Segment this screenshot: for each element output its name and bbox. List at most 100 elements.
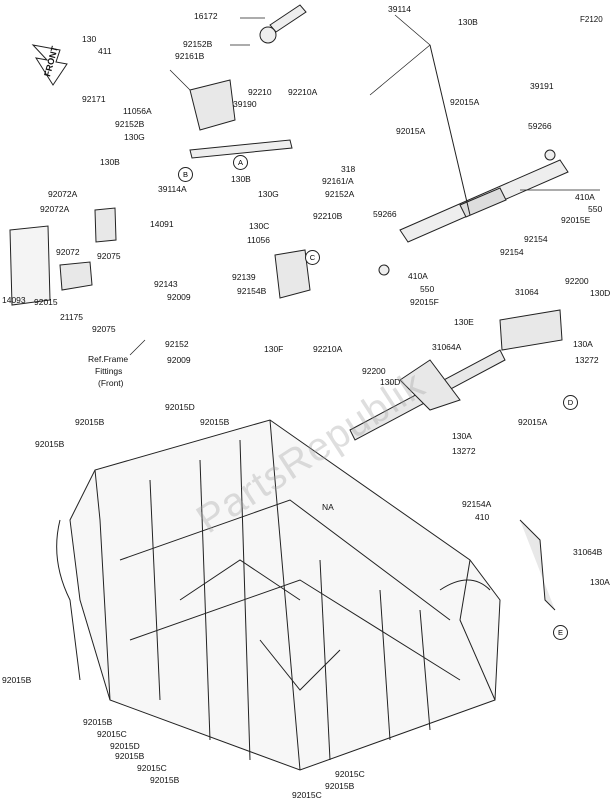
part-label: 14093 bbox=[2, 295, 26, 305]
part-label: 16172 bbox=[194, 11, 218, 21]
part-label: 39114 bbox=[388, 4, 412, 14]
part-label: 92072 bbox=[56, 247, 80, 257]
part-label: 130 bbox=[82, 34, 97, 44]
part-label: 39191 bbox=[530, 81, 554, 91]
part-label: 92200 bbox=[565, 276, 589, 286]
part-label: 318 bbox=[341, 164, 356, 174]
part-label: 92210A bbox=[313, 344, 343, 354]
bracket-parts bbox=[9, 79, 563, 611]
part-label: 92015E bbox=[561, 215, 591, 225]
part-label: 92015C bbox=[97, 729, 127, 739]
part-label: 59266 bbox=[373, 209, 397, 219]
part-label: 13272 bbox=[452, 446, 476, 456]
front-arrow-icon bbox=[31, 44, 68, 86]
part-label: 92152B bbox=[115, 119, 145, 129]
part-label: 31064 bbox=[515, 287, 539, 297]
part-label: 410 bbox=[475, 512, 490, 522]
part-label: 130F bbox=[264, 344, 284, 354]
part-label: 92015A bbox=[396, 126, 426, 136]
callout-a: A bbox=[233, 155, 248, 170]
part-label: 92152 bbox=[165, 339, 189, 349]
part-label: 92015B bbox=[150, 775, 180, 785]
part-label: 410A bbox=[575, 192, 595, 202]
frame-assembly bbox=[56, 419, 501, 771]
part-label: 130A bbox=[452, 431, 472, 441]
part-label: 130B bbox=[458, 17, 478, 27]
part-label: 39190 bbox=[233, 99, 257, 109]
part-label: 130G bbox=[124, 132, 145, 142]
part-label: 92210 bbox=[248, 87, 272, 97]
part-label: 130B bbox=[231, 174, 251, 184]
part-label: 92009 bbox=[167, 292, 191, 302]
part-label: 130D bbox=[380, 377, 401, 387]
part-label: 92161B bbox=[175, 51, 205, 61]
part-label: 21175 bbox=[60, 312, 84, 322]
part-label: NA bbox=[322, 502, 334, 512]
callout-b: B bbox=[178, 167, 193, 182]
part-label: 92075 bbox=[97, 251, 121, 261]
part-label: 410A bbox=[408, 271, 428, 281]
part-label: 31064B bbox=[573, 547, 603, 557]
part-label: 92200 bbox=[362, 366, 386, 376]
part-label: 92152A bbox=[325, 189, 355, 199]
diagram-code: F2120 bbox=[580, 15, 603, 24]
part-label: 92154B bbox=[237, 286, 267, 296]
part-label: 92015B bbox=[75, 417, 105, 427]
part-label: 92009 bbox=[167, 355, 191, 365]
part-label: 92015A bbox=[450, 97, 480, 107]
part-label: 130A bbox=[573, 339, 593, 349]
part-label: 92072A bbox=[48, 189, 78, 199]
part-label: 92015C bbox=[137, 763, 167, 773]
part-label: 130D bbox=[590, 288, 611, 298]
part-label: 92015A bbox=[518, 417, 548, 427]
part-label: 92072A bbox=[40, 204, 70, 214]
part-label: 59266 bbox=[528, 121, 552, 131]
part-label: 550 bbox=[420, 284, 435, 294]
part-label: 92171 bbox=[82, 94, 106, 104]
part-label: 92154 bbox=[500, 247, 524, 257]
part-label: 92139 bbox=[232, 272, 256, 282]
part-label: 92154 bbox=[524, 234, 548, 244]
steering-shaft bbox=[189, 4, 471, 216]
steering-rack bbox=[378, 149, 569, 276]
part-label: 130B bbox=[100, 157, 120, 167]
part-label: 92015B bbox=[115, 751, 145, 761]
part-label: 92015B bbox=[200, 417, 230, 427]
part-label: 92015C bbox=[335, 769, 365, 779]
part-label: 130G bbox=[258, 189, 279, 199]
part-label: 92210B bbox=[313, 211, 343, 221]
part-label: 92015D bbox=[110, 741, 140, 751]
part-label: 92015B bbox=[2, 675, 32, 685]
part-label: 11056 bbox=[247, 235, 271, 245]
part-label: 92143 bbox=[154, 279, 178, 289]
part-label: 130A bbox=[590, 577, 610, 587]
ref-note-line-1: Ref.Frame bbox=[88, 354, 129, 364]
part-label: 92015C bbox=[292, 790, 322, 800]
part-label: 92161/A bbox=[322, 176, 354, 186]
part-label: 92152B bbox=[183, 39, 213, 49]
part-label: 92210A bbox=[288, 87, 318, 97]
part-label: 550 bbox=[588, 204, 603, 214]
part-label: 92015B bbox=[83, 717, 113, 727]
callout-c: C bbox=[305, 250, 320, 265]
part-label: 92015D bbox=[165, 402, 195, 412]
part-label: 31064A bbox=[432, 342, 462, 352]
part-label: 92015B bbox=[35, 439, 65, 449]
ref-note-line-2: Fittings bbox=[95, 366, 123, 376]
callout-e: E bbox=[553, 625, 568, 640]
part-label: 13272 bbox=[575, 355, 599, 365]
part-label: 130E bbox=[454, 317, 474, 327]
part-label: 39114A bbox=[158, 184, 187, 194]
part-label: 92015F bbox=[410, 297, 439, 307]
part-label: 92015B bbox=[325, 781, 355, 791]
part-label: 130C bbox=[249, 221, 270, 231]
callout-d: D bbox=[563, 395, 578, 410]
part-label: 11056A bbox=[123, 106, 152, 116]
part-label: 411 bbox=[98, 46, 112, 56]
part-label: 92154A bbox=[462, 499, 492, 509]
part-label: 14091 bbox=[150, 219, 174, 229]
leader-lines bbox=[129, 14, 600, 356]
part-label: 92075 bbox=[92, 324, 116, 334]
